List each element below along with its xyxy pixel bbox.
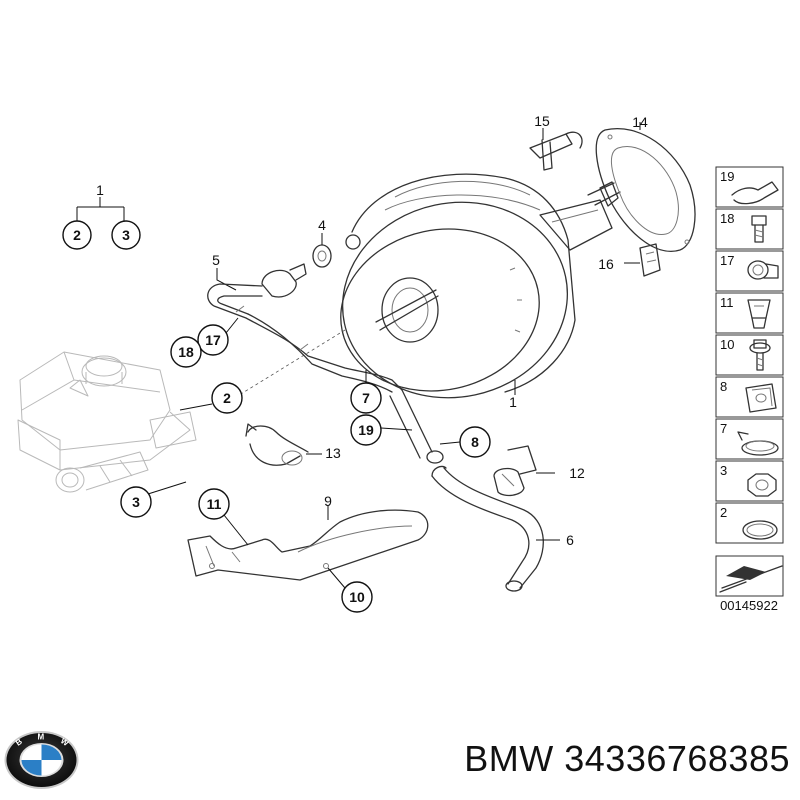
side-item-17-box bbox=[715, 250, 784, 292]
callout-11-10-group: 11 10 bbox=[198, 488, 373, 613]
callout-2-top: 2 bbox=[73, 227, 81, 243]
vacuum-hose-part-6 bbox=[431, 465, 560, 592]
side-item-11-label: 11 bbox=[720, 295, 734, 310]
side-item-7-box bbox=[715, 418, 784, 460]
side-item-19-box bbox=[715, 166, 784, 208]
svg-text:W: W bbox=[59, 736, 71, 748]
heat-shield-part-9 bbox=[187, 505, 429, 581]
svg-text:M: M bbox=[38, 733, 45, 742]
brand-part-number: BMW 34336768385 bbox=[398, 738, 790, 780]
brand-name: BMW bbox=[464, 738, 554, 779]
side-item-7-hose-clamp-icon bbox=[737, 431, 779, 456]
side-item-3-hex-nut-icon bbox=[747, 473, 777, 497]
side-item-11-nut-clip-icon bbox=[747, 299, 771, 329]
callout-15: 15 bbox=[534, 113, 550, 129]
callout-2-main-group: 2 bbox=[179, 382, 243, 414]
side-item-3-box bbox=[715, 460, 784, 502]
callout-1-top: 1 bbox=[96, 182, 104, 198]
bmw-logo: B M W bbox=[4, 731, 79, 789]
master-cylinder-ghost bbox=[17, 351, 197, 493]
callout-14: 14 bbox=[632, 114, 648, 130]
callout-7-main: 7 bbox=[362, 390, 370, 406]
side-item-17-clip-icon bbox=[747, 260, 779, 280]
callout-6: 6 bbox=[566, 532, 574, 548]
side-item-19-clamp-icon bbox=[731, 181, 779, 205]
brake-booster bbox=[235, 173, 621, 399]
callout-17: 17 bbox=[205, 332, 221, 348]
vacuum-hose bbox=[207, 283, 444, 464]
side-item-8-label: 8 bbox=[720, 379, 727, 394]
callout-2-main: 2 bbox=[223, 390, 231, 406]
side-item-7-label: 7 bbox=[720, 421, 727, 436]
callout-17-18: 17 18 bbox=[170, 317, 239, 368]
callout-8-main: 8 bbox=[471, 434, 479, 450]
callout-3-top: 3 bbox=[122, 227, 130, 243]
side-item-18-label: 18 bbox=[720, 211, 734, 226]
callout-13: 13 bbox=[325, 445, 341, 461]
callout-3-main-group: 3 bbox=[120, 481, 187, 518]
side-item-18-box bbox=[715, 208, 784, 250]
side-item-10-box bbox=[715, 334, 784, 376]
side-item-3-label: 3 bbox=[720, 463, 727, 478]
figure-id: 00145922 bbox=[720, 598, 778, 613]
side-item-2-label: 2 bbox=[720, 505, 727, 520]
callout-12: 12 bbox=[569, 465, 585, 481]
grommet-part-4 bbox=[312, 233, 332, 268]
side-item-2-seal-ring-icon bbox=[742, 520, 778, 540]
callout-1-main: 1 bbox=[509, 394, 517, 410]
direction-arrow-icon bbox=[719, 565, 783, 593]
callout-5: 5 bbox=[212, 252, 220, 268]
hose-clamp-part-13 bbox=[245, 423, 322, 466]
callout-16: 16 bbox=[598, 256, 614, 272]
side-item-19-label: 19 bbox=[720, 169, 734, 184]
side-item-18-bolt-icon bbox=[751, 215, 767, 243]
clip-part-16 bbox=[624, 243, 661, 277]
callout-7-main-group: 7 bbox=[350, 370, 382, 414]
side-parts-panel: 19 18 17 11 10 bbox=[715, 166, 784, 613]
side-item-10-label: 10 bbox=[720, 337, 734, 352]
callout-19-8-group: 19 8 bbox=[350, 414, 491, 458]
gasket-part-14 bbox=[595, 122, 696, 252]
side-item-10-screw-icon bbox=[749, 339, 771, 371]
callout-3-main: 3 bbox=[132, 494, 140, 510]
callout-10-main: 10 bbox=[349, 589, 365, 605]
callout-9: 9 bbox=[324, 493, 332, 509]
clevis-pin-part-15 bbox=[529, 128, 583, 171]
bracket-clip-part-12 bbox=[493, 445, 555, 497]
side-item-8-grommet-icon bbox=[745, 383, 777, 413]
callout-18: 18 bbox=[178, 344, 194, 360]
check-valve-part-5 bbox=[216, 263, 307, 298]
callout-11-main: 11 bbox=[207, 496, 222, 512]
callout-group-1: 1 2 3 bbox=[62, 182, 141, 250]
callout-19-main: 19 bbox=[358, 422, 374, 438]
svg-text:B: B bbox=[14, 737, 24, 748]
part-number: 34336768385 bbox=[564, 738, 790, 779]
callout-4: 4 bbox=[318, 217, 326, 233]
side-item-17-label: 17 bbox=[720, 253, 734, 268]
